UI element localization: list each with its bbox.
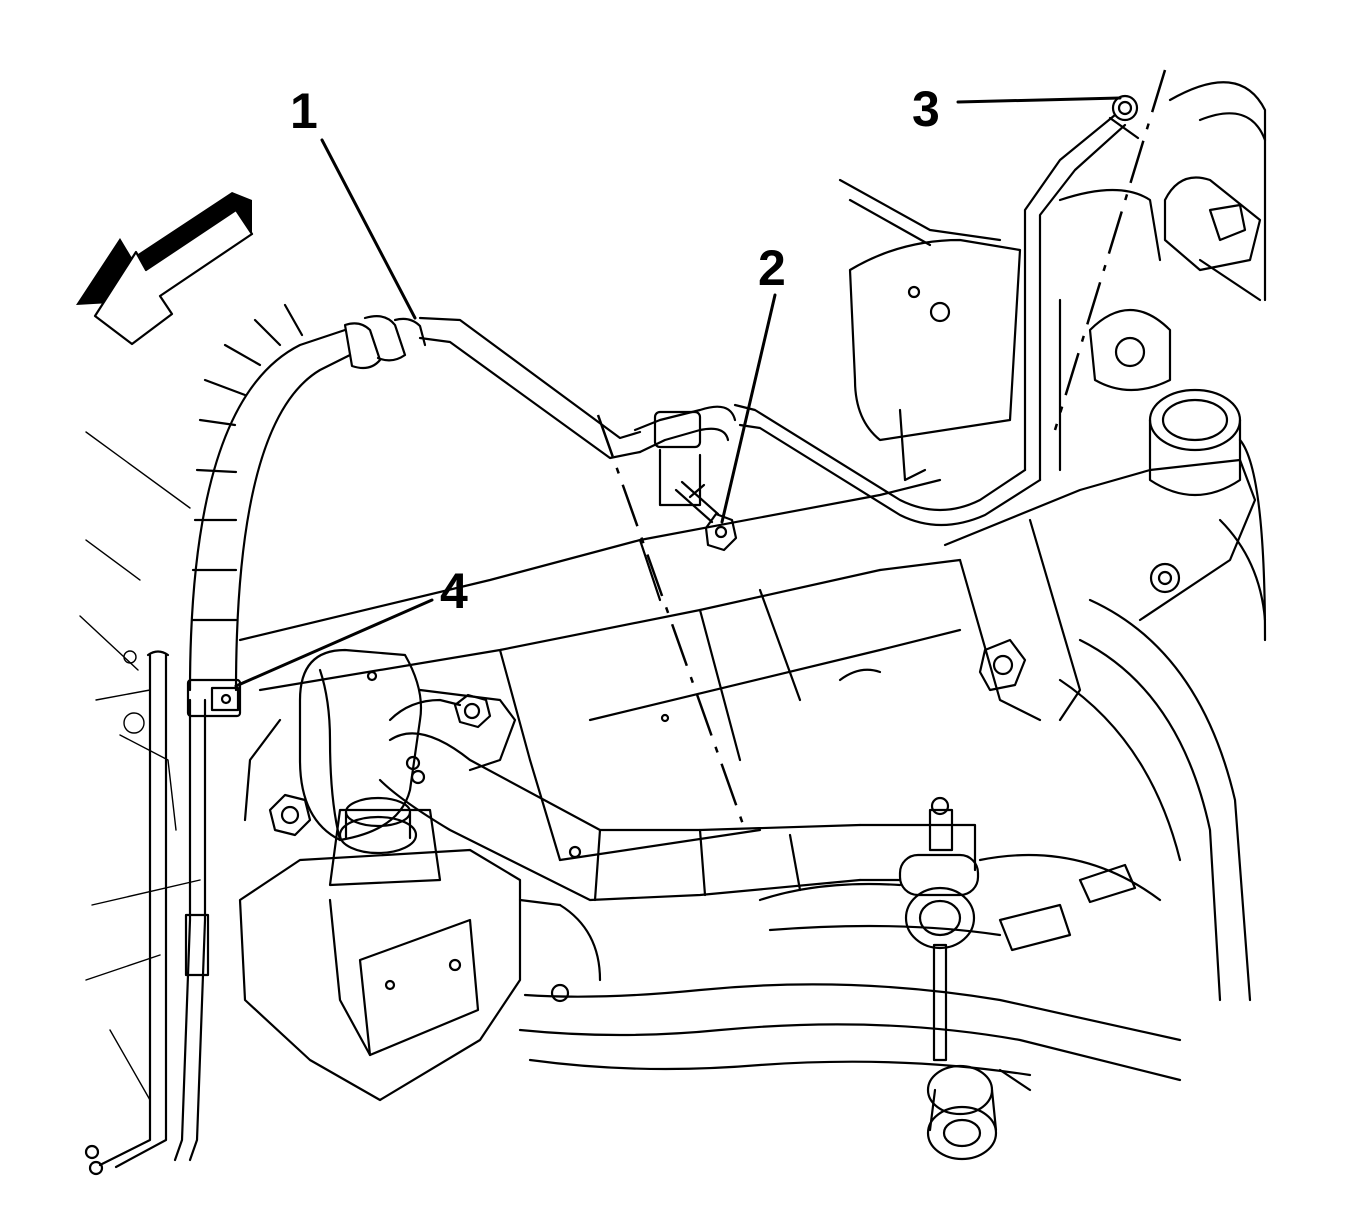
callout-labels: 1 2 3 4: [290, 81, 940, 619]
right-frame-and-engine: [838, 81, 1267, 642]
callout-leader-lines: [234, 96, 1122, 688]
alignment-centerlines: [596, 69, 1167, 831]
leader-4: [234, 598, 434, 688]
callout-2: 2: [758, 240, 786, 296]
brake-pipe-assembly: [186, 94, 1140, 718]
stabilizer-link: [898, 796, 1032, 1161]
brake-pipe-bolt: [674, 480, 738, 552]
callout-1: 1: [290, 83, 318, 139]
crossmember: [238, 478, 962, 862]
lower-mount-bracket: [238, 796, 602, 1102]
leader-1: [320, 138, 417, 320]
left-structure-lines: [79, 431, 201, 1101]
lower-control-arm: [943, 388, 1257, 1002]
callout-3: 3: [912, 81, 940, 137]
stabilizer-bushing: [243, 648, 517, 842]
leader-2: [720, 293, 777, 524]
lower-subframe: [518, 882, 1182, 1082]
callout-4: 4: [440, 563, 468, 619]
left-vertical-lines: [84, 650, 210, 1176]
front-direction-arrow: [76, 192, 254, 346]
stabilizer-bar: [378, 732, 977, 902]
leader-3: [956, 96, 1122, 104]
